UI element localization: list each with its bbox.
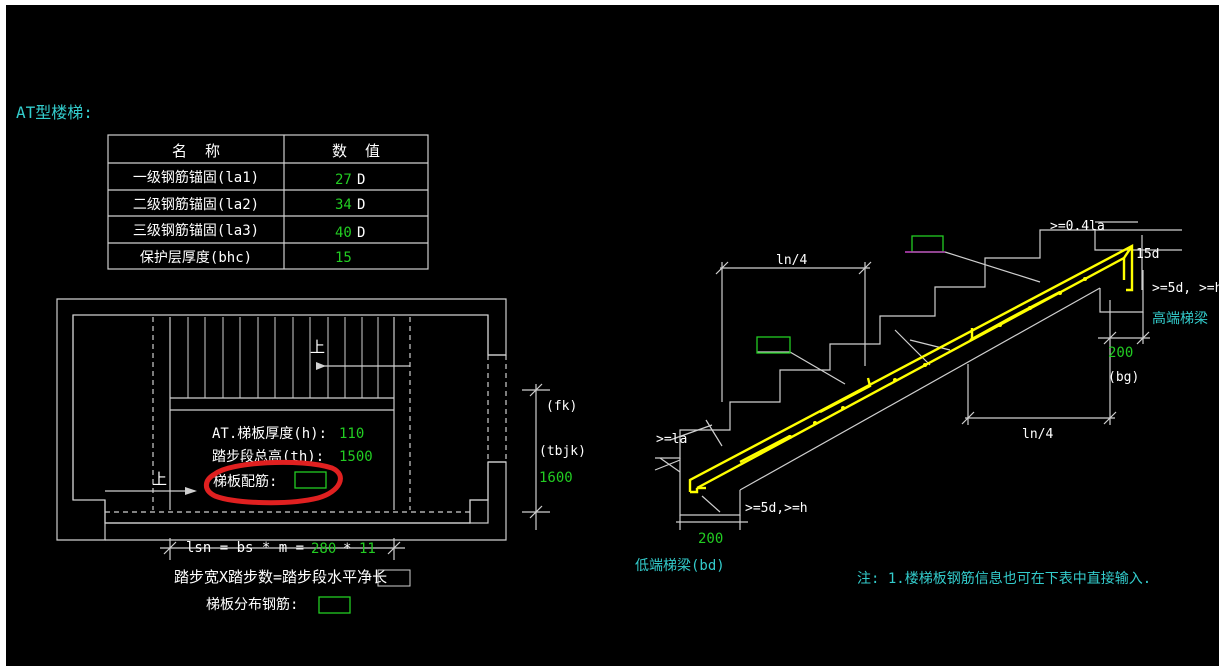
rebar-label: 梯板配筋: [213,473,277,490]
dist-rebar-input[interactable] [318,596,351,614]
stair-plan [56,298,550,560]
thickness-label: AT.梯板厚度(h): [212,426,327,442]
up-arrow-head [185,487,197,495]
low-beam-value[interactable]: 200 [698,531,723,547]
table-row-name: 二级钢筋锚固(la2) [133,196,259,213]
tbjk-label: (tbjk) [539,444,586,459]
dist-rebar-label: 梯板分布钢筋: [206,596,298,613]
bs-value[interactable]: 280 [311,541,336,557]
table-row-unit: D [357,225,365,241]
high-5d-label: >=5d, >=h [1152,281,1222,296]
drawing-title: AT型楼梯: [16,103,93,122]
table-header-name: 名 称 [172,142,220,160]
width-note: 踏步宽X踏步数=踏步段水平净长 [174,568,387,586]
ln4-top-label: ln/4 [776,253,807,268]
footer-note: 注: 1.楼梯板钢筋信息也可在下表中直接输入. [857,570,1151,587]
table-row-value[interactable]: 15 [335,250,352,266]
table-row-name: 三级钢筋锚固(la3) [133,222,259,239]
width-note-box [377,569,411,587]
fk-label: (fk) [546,399,577,414]
low-5d-label: >=5d,>=h [745,501,808,516]
rebar-input[interactable] [294,471,327,489]
ln4-bottom-label: ln/4 [1022,427,1053,442]
anchorage-table [107,134,429,270]
hook-15d-label: 15d [1136,247,1159,262]
drawing-background [6,5,1219,666]
low-la-label: >=la [656,432,687,447]
thickness-value[interactable]: 110 [339,426,364,442]
table-row-unit: D [357,197,365,213]
lsn-formula: lsn = bs * m = [186,540,304,556]
tbjk-value[interactable]: 1600 [539,470,573,486]
table-row-value[interactable]: 40 [335,225,352,241]
up-label: 上 [152,470,167,488]
high-beam-label: 高端梯梁 [1152,310,1208,327]
bg-label: (bg) [1108,370,1139,385]
rebar-yellow [688,244,1134,494]
stair-section [654,221,1182,530]
bottom-rebar-input[interactable] [756,336,791,354]
table-row-value[interactable]: 27 [335,172,352,188]
height-value[interactable]: 1500 [339,449,373,465]
red-circle-annotation [203,459,343,506]
table-row-unit: D [357,172,365,188]
m-value[interactable]: 11 [359,541,376,557]
table-row-name: 保护层厚度(bhc) [140,250,252,266]
times-sign: * [343,541,351,557]
up-arrow-head [316,362,326,370]
anchor-top-label: >=0.4la [1050,219,1105,234]
high-beam-value[interactable]: 200 [1108,345,1133,361]
table-header-value: 数 值 [332,142,380,160]
up-label: 上 [310,338,325,356]
table-row-name: 一级钢筋锚固(la1) [133,169,259,186]
rebar-dots [758,277,1087,455]
low-beam-label: 低端梯梁(bd) [635,558,725,574]
table-row-value[interactable]: 34 [335,197,352,213]
